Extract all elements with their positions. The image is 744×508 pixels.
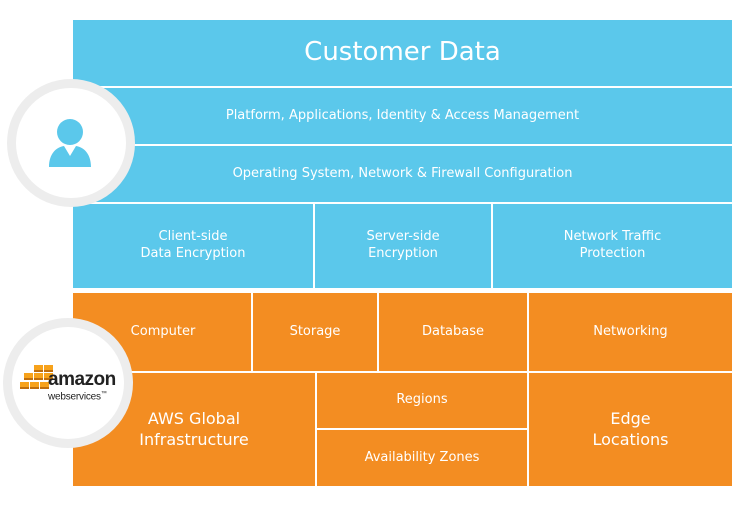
aws-cubes-icon xyxy=(20,365,53,389)
regions-cell: Regions xyxy=(317,373,527,428)
customer-badge xyxy=(16,88,126,198)
amazon-wordmark: amazon xyxy=(48,369,116,390)
availability-zones-cell: Availability Zones xyxy=(317,430,527,486)
platform-applications-cell: Platform, Applications, Identity & Acces… xyxy=(73,88,732,144)
edge-locations-cell: Edge Locations xyxy=(529,373,732,486)
user-icon xyxy=(49,119,91,167)
storage-cell: Storage xyxy=(253,293,377,371)
operating-system-cell: Operating System, Network & Firewall Con… xyxy=(73,146,732,202)
aws-logo-badge: amazon webservices™ xyxy=(12,327,124,439)
customer-data-title: Customer Data xyxy=(73,20,732,86)
networking-cell: Networking xyxy=(529,293,732,371)
database-cell: Database xyxy=(379,293,527,371)
webservices-wordmark: webservices™ xyxy=(48,391,107,403)
client-side-encryption-cell: Client-side Data Encryption xyxy=(73,204,313,288)
network-traffic-protection-cell: Network Traffic Protection xyxy=(493,204,732,288)
server-side-encryption-cell: Server-side Encryption xyxy=(315,204,491,288)
